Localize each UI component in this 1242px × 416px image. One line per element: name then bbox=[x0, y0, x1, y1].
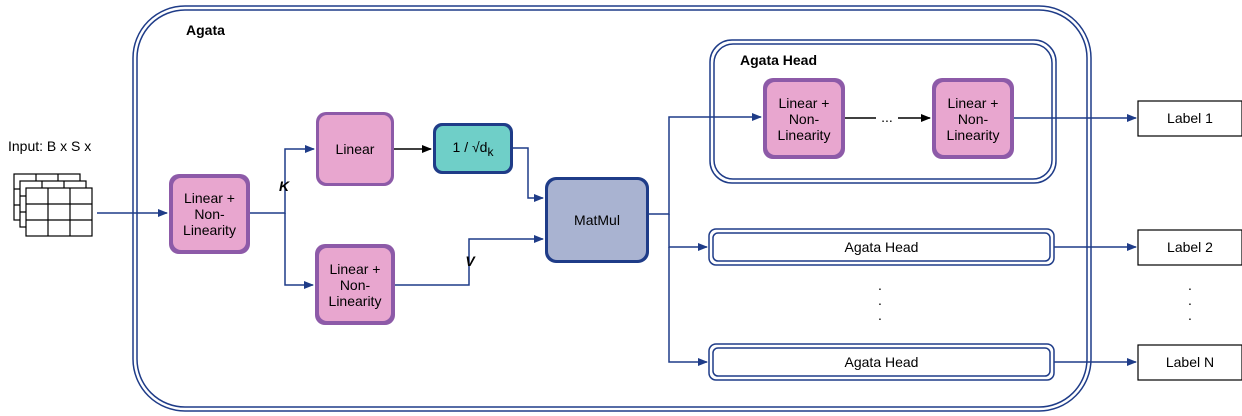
agata-head-box-2-label: Agata Head bbox=[844, 239, 919, 255]
head-linear-block-2 bbox=[932, 78, 1014, 159]
head-linear-block-1 bbox=[763, 78, 845, 159]
v-label: V bbox=[465, 253, 475, 269]
label-box-1 bbox=[1137, 100, 1242, 137]
head-chain-dots: ... bbox=[881, 109, 893, 125]
label-n-text: Label N bbox=[1165, 354, 1215, 370]
first-linear-block-label: Linear + Non-Linearity bbox=[183, 190, 236, 238]
input-label: Input: B x S x bbox=[8, 138, 92, 154]
label-2-text: Label 2 bbox=[1167, 239, 1213, 255]
label-1-text: Label 1 bbox=[1167, 110, 1213, 126]
agata-title: Agata bbox=[186, 22, 225, 38]
label-vdots: . . . bbox=[1188, 277, 1192, 323]
head-linear-block-2-label: Linear + Non-Linearity bbox=[946, 95, 1000, 143]
v-linear-block-label: Linear + Non-Linearity bbox=[328, 261, 382, 309]
input-tensor-icon bbox=[13, 173, 93, 237]
k-label: K bbox=[278, 178, 290, 194]
head-linear-block-1-label: Linear + Non-Linearity bbox=[777, 95, 831, 143]
first-linear-block bbox=[169, 174, 250, 254]
agata-head-container-inner bbox=[713, 43, 1053, 180]
agata-head-title: Agata Head bbox=[740, 52, 818, 68]
matmul-block bbox=[545, 177, 649, 263]
label-box-2 bbox=[1137, 229, 1242, 266]
matmul-label: MatMul bbox=[574, 212, 620, 228]
scale-block-label: 1 / √dk bbox=[452, 139, 494, 159]
agata-head-box-n-label: Agata Head bbox=[844, 354, 919, 370]
scale-block bbox=[433, 123, 513, 174]
v-linear-block bbox=[315, 244, 395, 325]
agata-head-container bbox=[709, 39, 1057, 184]
label-box-n bbox=[1137, 344, 1242, 381]
head-vdots: . . . bbox=[878, 277, 882, 323]
linear-block bbox=[316, 112, 394, 186]
agata-container-inner bbox=[136, 9, 1088, 408]
connectors bbox=[97, 113, 1137, 366]
agata-container bbox=[132, 5, 1092, 412]
linear-block-label: Linear bbox=[335, 141, 375, 157]
